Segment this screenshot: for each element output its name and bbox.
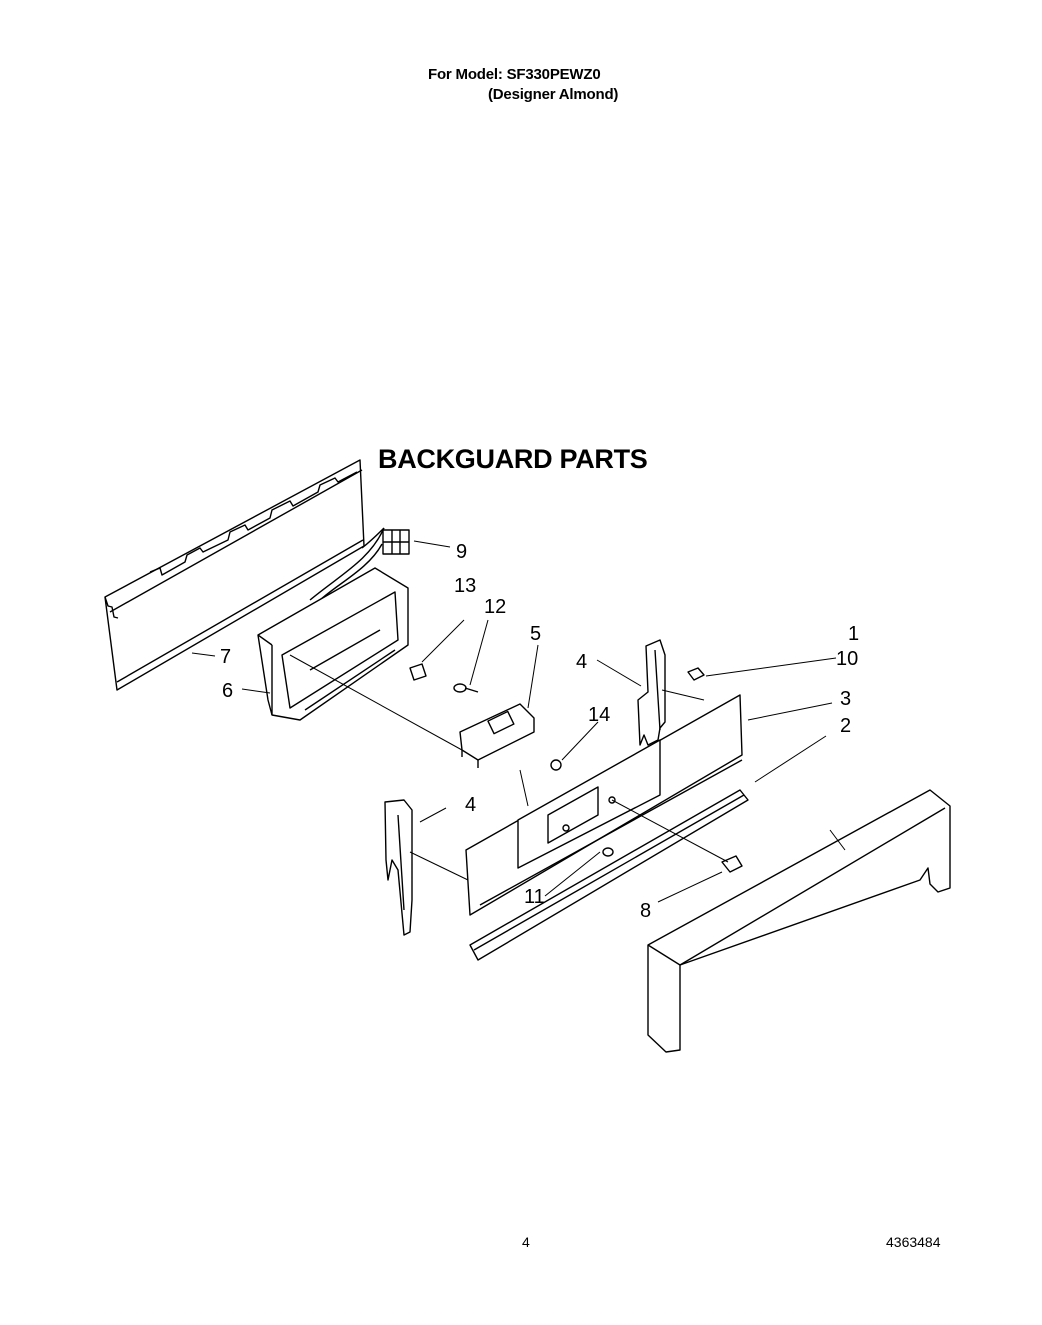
part-4-right-bracket [637,639,666,746]
part-8-knob [721,855,743,873]
callout-4-right: 4 [576,651,587,673]
callout-5: 5 [530,623,541,645]
callout-8: 8 [640,900,651,922]
callout-12: 12 [484,596,506,618]
assembly-guides [289,654,729,881]
callout-9: 9 [456,541,467,563]
callout-13: 13 [454,575,476,597]
color-line: (Designer Almond) [488,86,619,103]
part-12-screw [453,683,479,693]
callout-7: 7 [220,646,231,668]
part-13-clip [409,663,427,681]
part-5-clock-module [459,703,535,768]
part-10-button [687,667,705,681]
document-number: 4363484 [886,1234,941,1250]
callout-14: 14 [588,704,610,726]
part-4-left-bracket [384,799,413,936]
callout-3: 3 [840,688,851,710]
diagram-title: BACKGUARD PARTS [378,444,648,474]
callout-labels: 1 2 3 4 4 5 6 7 8 9 10 11 12 13 14 [220,541,859,922]
page-number: 4 [522,1234,530,1250]
part-3-control-panel [465,694,743,916]
callout-1: 1 [848,623,859,645]
part-6-frame [257,567,409,721]
part-14-small-part [550,759,562,771]
callout-4-left: 4 [465,794,476,816]
callout-6: 6 [222,680,233,702]
callout-2: 2 [840,715,851,737]
callout-10: 10 [836,648,858,670]
part-1-trim-cap [647,789,951,1053]
part-9-wire-harness [309,527,410,603]
part-2-trim-strip [469,789,749,961]
callout-11: 11 [524,886,545,908]
part-11-knob [602,847,614,857]
callout-leaders [191,540,846,903]
model-line: For Model: SF330PEWZ0 [428,66,601,83]
